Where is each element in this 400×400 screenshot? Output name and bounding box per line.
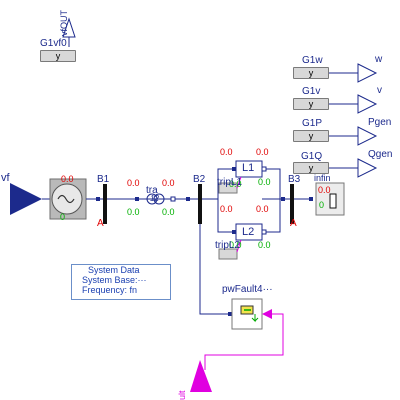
bus-b1[interactable] (103, 184, 107, 224)
tra-q-out: 0.0 (162, 207, 175, 217)
w-output-arrow[interactable] (357, 63, 378, 83)
transformer-symbol[interactable] (146, 193, 165, 205)
infinite-bus-p: 0.0 (318, 185, 331, 195)
monitor-name-g1q: G1Q (301, 151, 323, 162)
fault-block[interactable] (231, 298, 263, 330)
signal-label-w: w (375, 54, 383, 65)
qgen-output-arrow[interactable] (357, 158, 378, 178)
monitor-outputs (325, 63, 378, 178)
trip-l2-block[interactable] (218, 248, 238, 260)
trip-l2-label: tripL2 (215, 240, 241, 251)
fault-input-triangle[interactable] (190, 360, 212, 392)
vf-label: vf (1, 172, 10, 184)
terminal-dot (261, 229, 267, 235)
fault-name: pwFault4··· (222, 284, 273, 295)
line-l1-label: L1 (242, 162, 255, 174)
terminal-dot (232, 230, 236, 234)
system-data-box[interactable]: System Data System Base:··· Frequency: f… (71, 264, 171, 300)
bus-b3-label: B3 (288, 174, 301, 185)
monitor-name-g1p: G1P (302, 118, 323, 129)
frequency-label: Frequency: fn (82, 285, 138, 295)
bus-b2[interactable] (198, 184, 202, 224)
terminal-dot (281, 197, 285, 201)
infinite-bus-name: infin (314, 173, 331, 183)
system-base-label: System Base:··· (82, 275, 147, 285)
line-l2-label: L2 (242, 226, 255, 238)
line-branches (217, 168, 281, 233)
terminal-dot (309, 197, 313, 201)
terminal-dot (228, 312, 232, 316)
vfout-label: vfOUT (59, 10, 69, 36)
terminal-dot (170, 196, 176, 202)
infinite-bus-q: 0 (319, 200, 325, 210)
l1-p-in: 0.0 (220, 147, 233, 157)
monitor-name-g1v: G1v (302, 86, 321, 97)
generator-name: G1vf0 (40, 38, 67, 49)
port-label: y (55, 51, 61, 61)
port-label: y (308, 68, 314, 78)
vf-input-arrow[interactable] (10, 183, 42, 215)
tra-p-in: 0.0 (127, 178, 140, 188)
fault-input-label: ult (177, 390, 187, 400)
bus-b2-label: B2 (193, 174, 206, 185)
generator-output-port[interactable]: y (40, 50, 76, 62)
signal-label-pgen: Pgen (368, 117, 392, 128)
signal-label-v: v (377, 85, 382, 96)
tra-p-out: 0.0 (162, 178, 175, 188)
port-label: y (308, 99, 314, 109)
terminal-dot (96, 197, 100, 201)
terminal-dot (186, 197, 190, 201)
infinite-bus-block[interactable] (315, 182, 345, 216)
transformer-ratio: 12 (150, 194, 159, 203)
bus-b1-angle: A (97, 218, 104, 229)
terminal-dot (135, 197, 139, 201)
trip-l1-label: tripL1 (217, 177, 243, 188)
l2-p-in: 0.0 (220, 204, 233, 214)
l1-q-in: 0.0 (229, 179, 242, 189)
gen-p-value: 0.0 (61, 174, 74, 184)
fault-wiring (199, 224, 232, 315)
tra-q-in: 0.0 (127, 207, 140, 217)
pgen-output-arrow[interactable] (357, 126, 378, 146)
l2-p-out: 0.0 (256, 204, 269, 214)
fault-signal-wire (204, 313, 284, 370)
bus-b1-label: B1 (97, 174, 110, 185)
bus-b3-angle: A (290, 218, 297, 229)
l1-p-out: 0.0 (256, 147, 269, 157)
fault-input-arrow-right (262, 309, 272, 319)
monitor-port-g1v[interactable]: y (293, 98, 329, 110)
port-label: y (308, 131, 314, 141)
bus-b3[interactable] (290, 184, 294, 224)
monitor-port-g1w[interactable]: y (293, 67, 329, 79)
l1-q-out: 0.0 (258, 177, 271, 187)
system-data-title: System Data (88, 265, 140, 275)
transformer-label: tra (146, 185, 158, 196)
generator-block[interactable] (49, 178, 87, 220)
v-output-arrow[interactable] (357, 94, 378, 114)
monitor-port-g1q[interactable]: y (293, 162, 329, 174)
monitor-port-g1p[interactable]: y (293, 130, 329, 142)
l2-q-out: 0.0 (258, 240, 271, 250)
port-label: y (308, 163, 314, 173)
signal-label-qgen: Qgen (368, 149, 393, 160)
monitor-name-g1w: G1w (302, 55, 323, 66)
l2-q-in: 0.0 (229, 240, 242, 250)
gen-q-value: 0 (60, 212, 66, 222)
terminal-dot (261, 166, 267, 172)
terminal-dot (232, 167, 236, 171)
